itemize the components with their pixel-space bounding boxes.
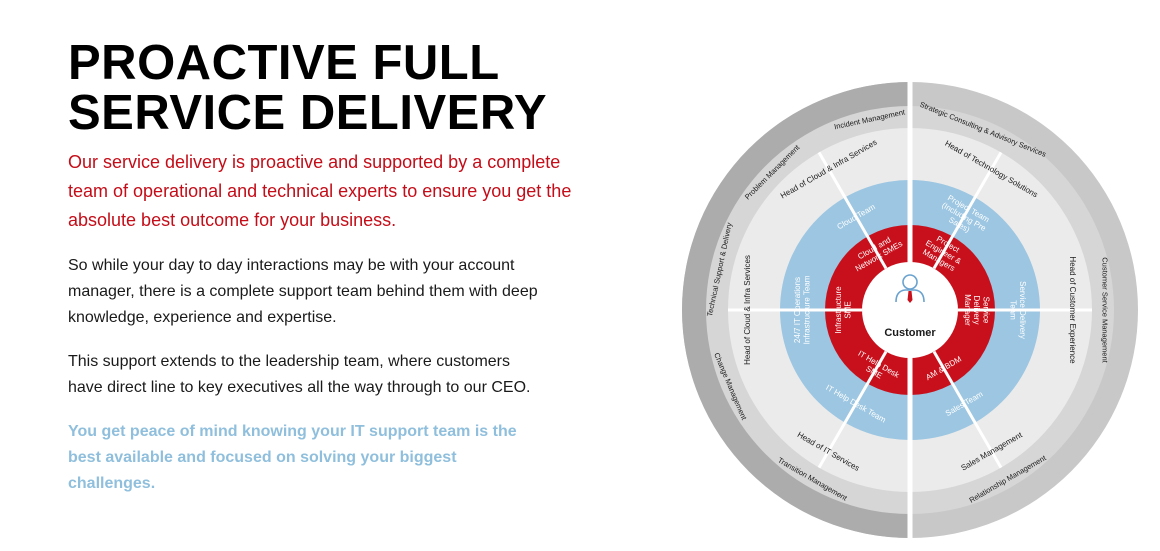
sector-divider-4 (817, 350, 888, 469)
light-ring-label-2: Head of Customer Experience (1068, 256, 1077, 364)
highlight-note: You get peace of mind knowing your IT su… (68, 423, 517, 492)
sector-dividers (728, 151, 1092, 469)
page-title: PROACTIVE FULL SERVICE DELIVERY (68, 38, 628, 138)
page-title-line-2: SERVICE DELIVERY (68, 86, 548, 140)
intro-panel: PROACTIVE FULL SERVICE DELIVERY Our serv… (68, 38, 628, 497)
red-ring-label-5: InfrastructureSME (834, 286, 852, 334)
body-paragraph-2: This support extends to the leadership t… (68, 353, 531, 396)
center-label: Customer (884, 327, 936, 339)
sector-divider-3 (932, 350, 1003, 469)
blue-ring-label-2: Service DeliveryTeam (1009, 281, 1027, 339)
page-title-line-1: PROACTIVE FULL (68, 36, 500, 90)
red-ring-label-2: ServiceDeliveryManager (963, 294, 990, 326)
sector-divider-6 (817, 151, 888, 270)
outer-ring-label-2: Customer Service Management (1100, 257, 1109, 363)
light-ring-label-5: Head of Cloud & Infra Services (743, 255, 752, 365)
lead-paragraph: Our service delivery is proactive and su… (68, 152, 572, 230)
customer-person-icon (895, 274, 925, 303)
body-paragraph-1: So while your day to day interactions ma… (68, 257, 538, 326)
service-delivery-wheel: ProjectEngineer &ManagersServiceDelivery… (682, 80, 1138, 540)
blue-ring-label-5: 24/7 IT OperationsInfrastructure Team (793, 275, 811, 344)
sector-divider-1 (932, 151, 1003, 270)
